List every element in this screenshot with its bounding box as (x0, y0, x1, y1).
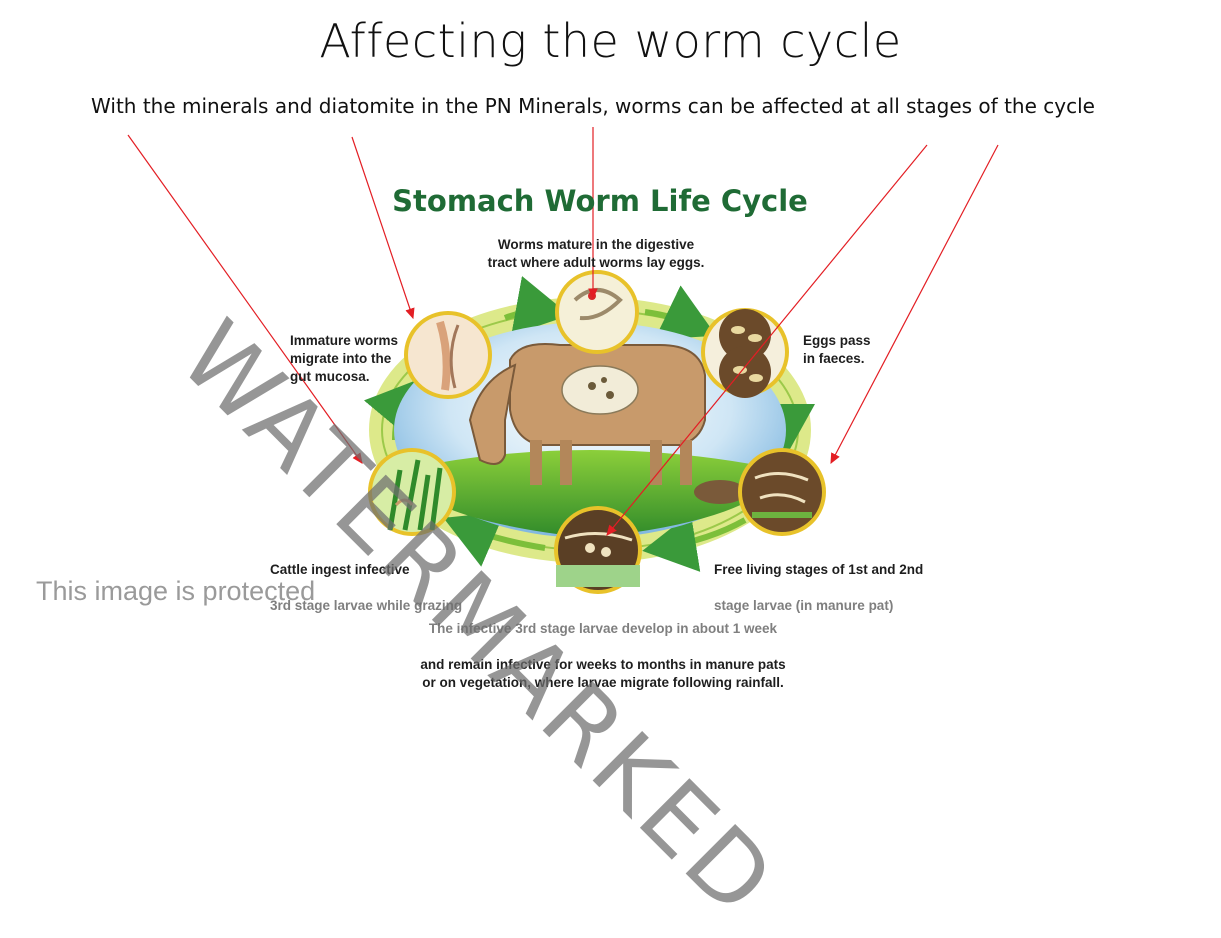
label-mature: Worms mature in the digestive tract wher… (487, 237, 705, 270)
label-free-living: Free living stages of 1st and 2nd stage … (714, 543, 923, 633)
stage-circle-free-living (738, 448, 826, 536)
protected-notice: This image is protected (36, 576, 316, 606)
label-ingest-line1: Cattle ingest infective (270, 562, 410, 577)
stage-circle-eggs (701, 308, 789, 398)
annotation-arrows (127, 127, 999, 536)
page-title: Affecting the worm cycle (319, 14, 902, 68)
stage-circle-immature (404, 311, 492, 399)
stage-circle-ingest (368, 448, 456, 536)
cow-illustration (468, 343, 746, 504)
label-ingest: Cattle ingest infective 3rd stage larvae… (270, 543, 462, 633)
arrow-to-develop (606, 144, 928, 536)
stage-circle-develop (554, 506, 642, 594)
arrow-to-free-living (830, 144, 999, 465)
label-eggs: Eggs pass in faeces. (803, 333, 871, 366)
label-ingest-line2: 3rd stage larvae while grazing (270, 598, 463, 613)
subtitle: With the minerals and diatomite in the P… (91, 94, 1095, 118)
life-cycle-illustration (127, 127, 999, 594)
diagram-canvas: Affecting the worm cycle With the minera… (36, 14, 1095, 938)
label-free-living-line2: stage larvae (in manure pat) (714, 598, 894, 613)
label-develop-line1: The infective 3rd stage larvae develop i… (428, 621, 778, 636)
stage-circle-mature (555, 270, 639, 354)
diagram-title: Stomach Worm Life Cycle (392, 184, 808, 218)
arrow-to-ingest (127, 134, 363, 464)
label-immature: Immature worms migrate into the gut muco… (290, 333, 399, 384)
arrow-to-immature (351, 136, 415, 320)
label-free-living-line1: Free living stages of 1st and 2nd (714, 562, 924, 577)
